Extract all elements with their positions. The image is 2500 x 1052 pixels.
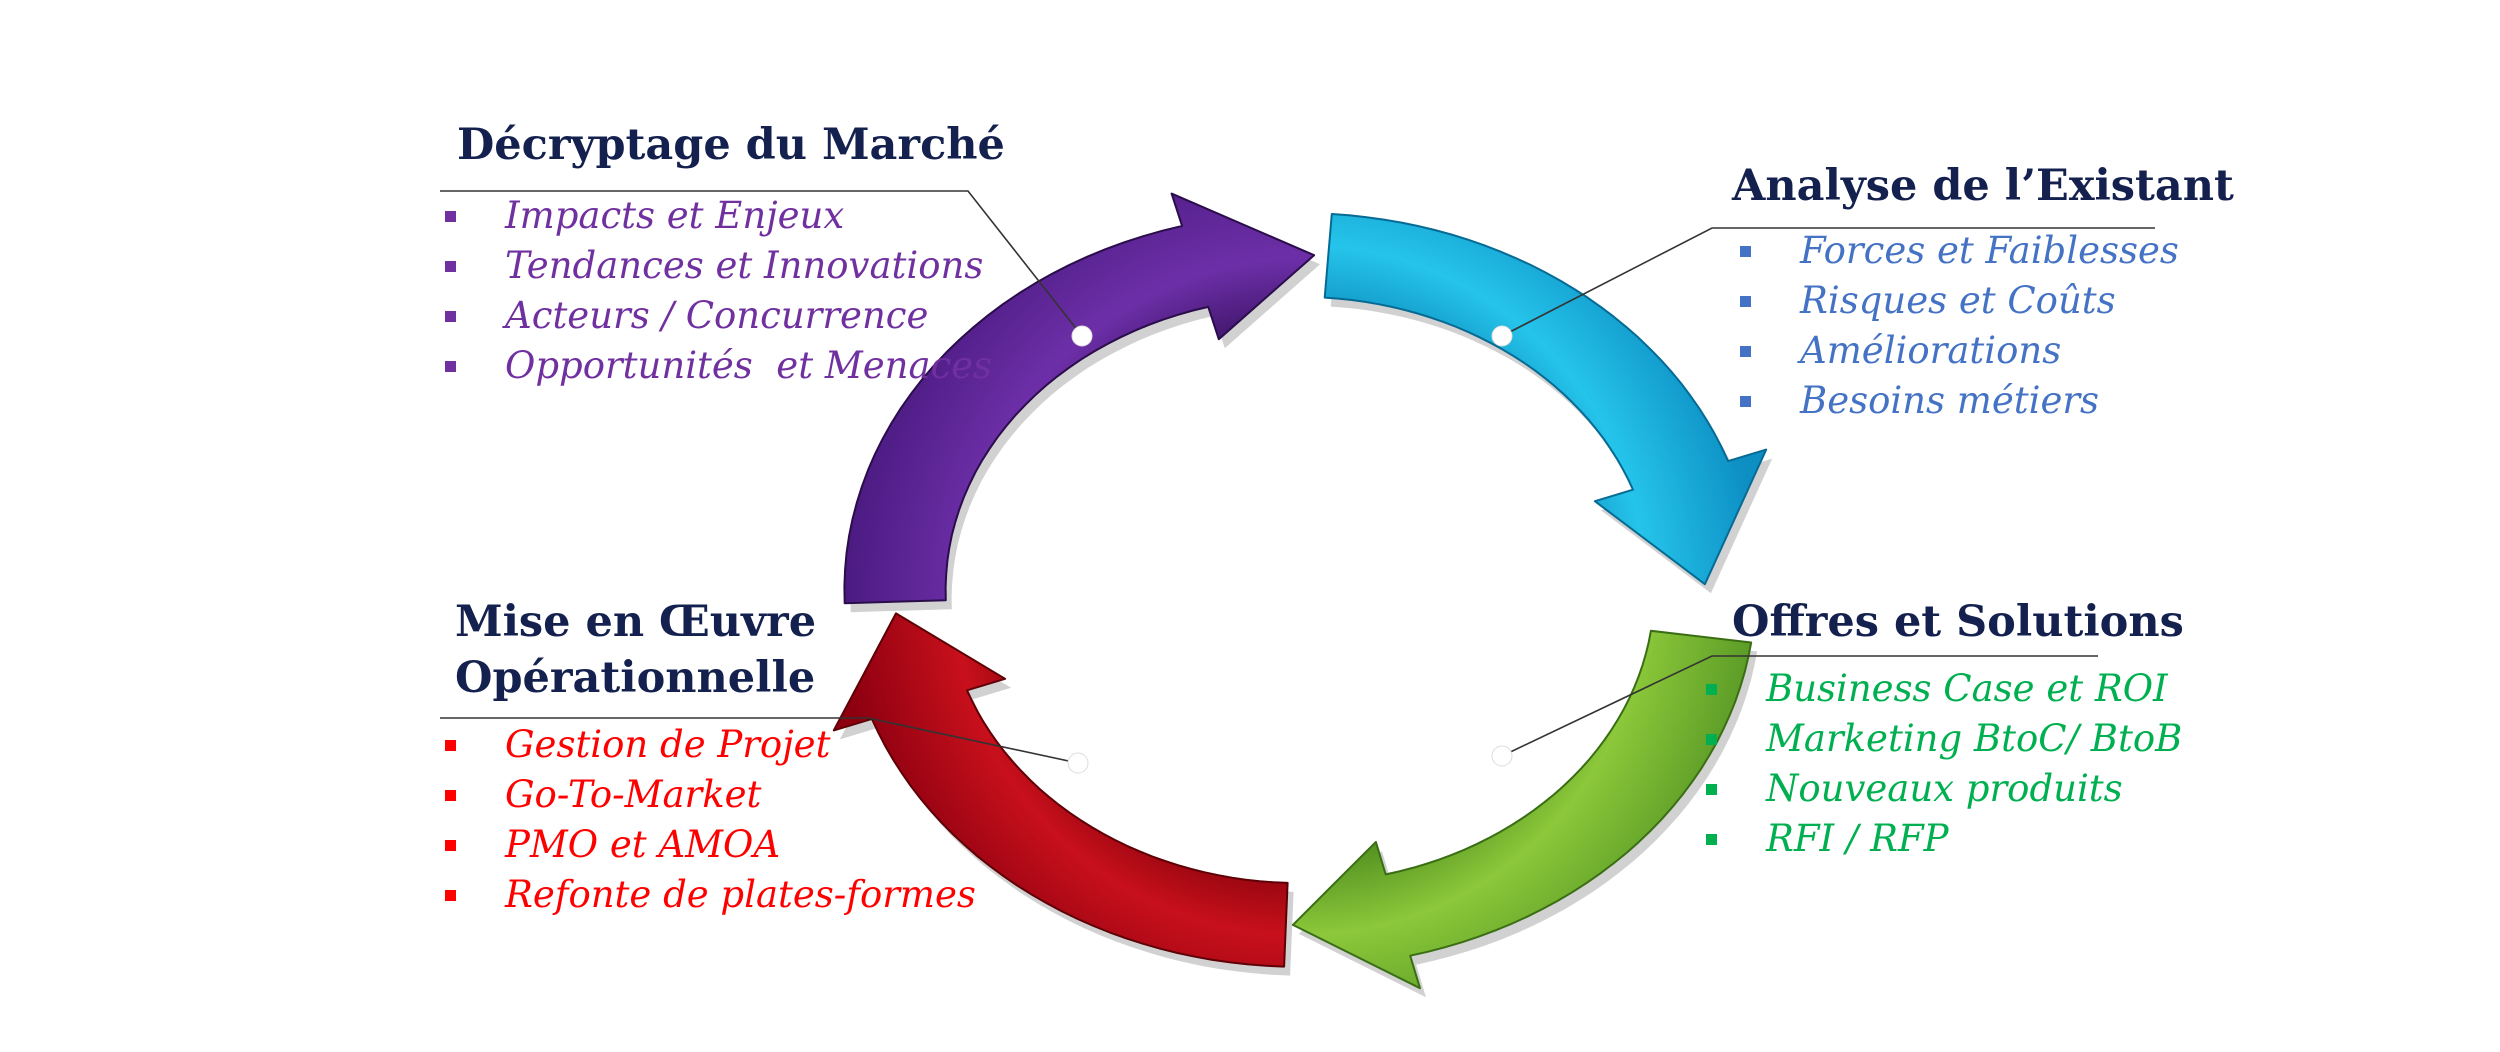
list-item: Opportunités et Menaces — [445, 341, 1005, 391]
list-item-label: Business Case et ROI — [1766, 667, 2168, 710]
list-item-label: Risques et Coûts — [1800, 279, 2116, 322]
list-item-label: Nouveaux produits — [1766, 767, 2123, 810]
cycle-arrow-purple — [843, 192, 1316, 605]
quadrant-title-offers-solutions: Offres et Solutions — [1732, 597, 2184, 647]
square-bullet-icon — [1706, 784, 1717, 795]
square-bullet-icon — [445, 890, 456, 901]
title-line: Mise en Œuvre — [455, 597, 817, 647]
list-item: Business Case et ROI — [1706, 664, 2184, 714]
leader-line-bottom-right — [1501, 655, 2098, 757]
list-item: Acteurs / Concurrence — [445, 291, 1005, 341]
list-item: PMO et AMOA — [445, 820, 976, 870]
list-item-label: Refonte de plates-formes — [505, 873, 976, 916]
quadrant-market-decoding: Décryptage du Marché Impacts et Enjeux T… — [445, 117, 1005, 391]
cycle-arrow-cyan — [1323, 213, 1768, 586]
list-item: Refonte de plates-formes — [445, 870, 976, 920]
square-bullet-icon — [445, 361, 456, 372]
list-item: Tendances et Innovations — [445, 241, 1005, 291]
list-item-label: Go-To-Market — [505, 773, 762, 816]
square-bullet-icon — [1740, 246, 1751, 257]
quadrant-list-existing-analysis: Forces et Faiblesses Risques et Coûts Am… — [1740, 226, 2234, 426]
leader-line-bottom-left — [440, 717, 1079, 764]
list-item-label: Améliorations — [1800, 329, 2062, 372]
list-item-label: Gestion de Projet — [505, 723, 831, 766]
list-item-label: Besoins métiers — [1800, 379, 2100, 422]
square-bullet-icon — [1740, 296, 1751, 307]
quadrant-title-market-decoding: Décryptage du Marché — [457, 120, 1005, 170]
leader-line-top-left — [440, 190, 1083, 337]
quadrant-existing-analysis: Analyse de l’Existant Forces et Faibless… — [1732, 158, 2234, 426]
square-bullet-icon — [1740, 346, 1751, 357]
list-item: Nouveaux produits — [1706, 764, 2184, 814]
anchor-dot-red — [1067, 752, 1089, 774]
square-bullet-icon — [1706, 834, 1717, 845]
square-bullet-icon — [445, 840, 456, 851]
title-line: Opérationnelle — [455, 653, 816, 703]
list-item-label: RFI / RFP — [1766, 817, 1949, 860]
square-bullet-icon — [445, 211, 456, 222]
quadrant-list-market-decoding: Impacts et Enjeux Tendances et Innovatio… — [445, 191, 1005, 391]
square-bullet-icon — [1706, 684, 1717, 695]
anchor-dot-purple — [1071, 325, 1093, 347]
square-bullet-icon — [445, 740, 456, 751]
list-item: Impacts et Enjeux — [445, 191, 1005, 241]
list-item-label: Marketing BtoC/ BtoB — [1766, 717, 2183, 760]
quadrant-list-operational-implementation: Gestion de Projet Go-To-Market PMO et AM… — [445, 720, 976, 920]
square-bullet-icon — [1740, 396, 1751, 407]
list-item-label: Acteurs / Concurrence — [505, 294, 929, 337]
list-item: Go-To-Market — [445, 770, 976, 820]
list-item: Besoins métiers — [1740, 376, 2234, 426]
quadrant-list-offers-solutions: Business Case et ROI Marketing BtoC/ Bto… — [1706, 664, 2184, 864]
list-item: Forces et Faiblesses — [1740, 226, 2234, 276]
square-bullet-icon — [445, 261, 456, 272]
quadrant-offers-solutions: Offres et Solutions Business Case et ROI… — [1706, 594, 2184, 864]
list-item: Améliorations — [1740, 326, 2234, 376]
list-item-label: PMO et AMOA — [505, 823, 781, 866]
cycle-arrow-green — [1291, 629, 1753, 990]
anchor-dot-cyan — [1491, 325, 1513, 347]
square-bullet-icon — [445, 790, 456, 801]
square-bullet-icon — [445, 311, 456, 322]
leader-line-top-right — [1501, 227, 2155, 337]
cycle-arrow-red — [832, 612, 1289, 968]
list-item: Gestion de Projet — [445, 720, 976, 770]
list-item-label: Opportunités et Menaces — [505, 344, 993, 387]
quadrant-title-existing-analysis: Analyse de l’Existant — [1732, 161, 2234, 211]
quadrant-title-operational-implementation: Mise en Œuvre Opérationnelle — [455, 594, 976, 706]
quadrant-operational-implementation: Mise en Œuvre Opérationnelle Gestion de … — [445, 594, 976, 920]
list-item-label: Tendances et Innovations — [505, 244, 984, 287]
list-item-label: Impacts et Enjeux — [505, 194, 845, 237]
list-item-label: Forces et Faiblesses — [1800, 229, 2179, 272]
list-item: RFI / RFP — [1706, 814, 2184, 864]
list-item: Marketing BtoC/ BtoB — [1706, 714, 2184, 764]
anchor-dot-green — [1491, 745, 1513, 767]
square-bullet-icon — [1706, 734, 1717, 745]
list-item: Risques et Coûts — [1740, 276, 2234, 326]
